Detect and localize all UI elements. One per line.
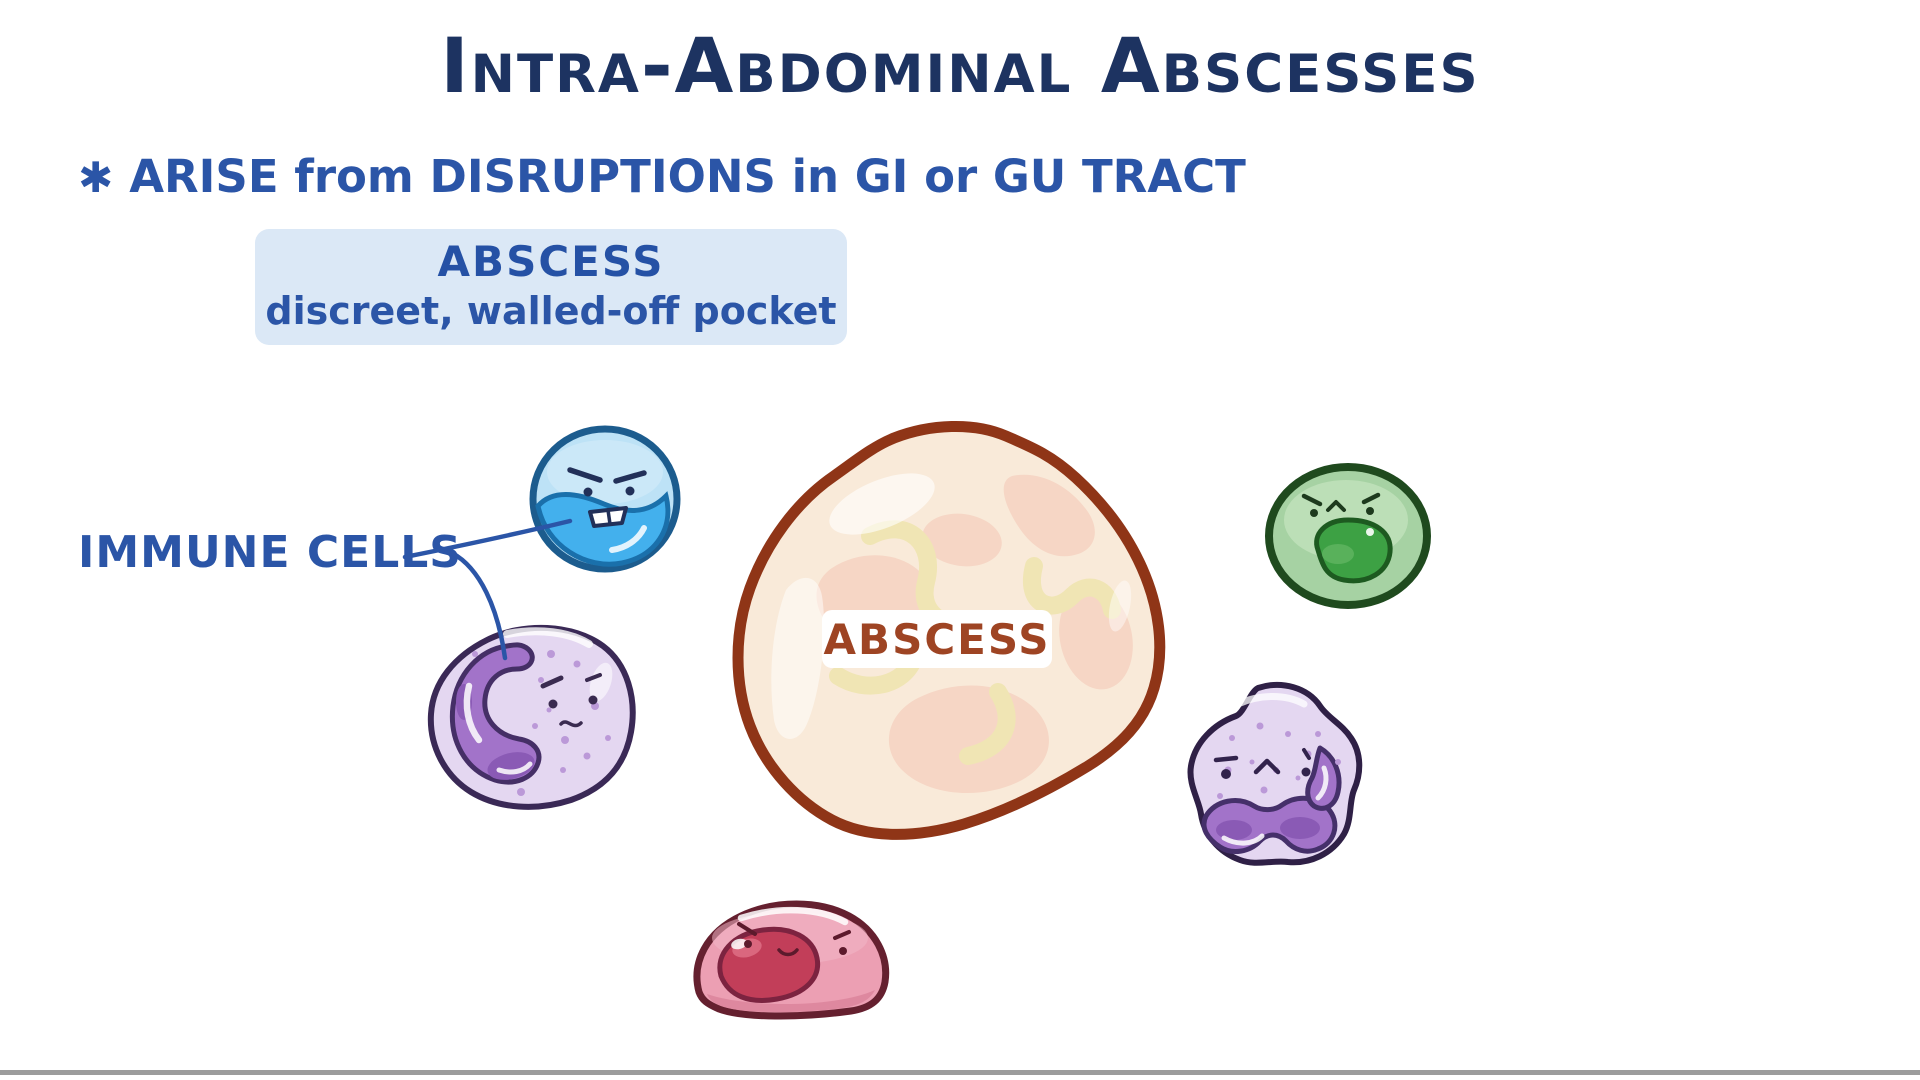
pink-cell-drawing: [693, 900, 890, 1020]
purple-immune-cell-right-illustration: [1168, 678, 1368, 886]
purple-immune-cell-left-illustration: [423, 620, 638, 812]
asterisk-bullet: ✱: [78, 153, 114, 202]
purple-cell-left-drawing: [427, 624, 636, 810]
bottom-divider: [0, 1070, 1920, 1075]
purple-cell-right-drawing: [1187, 681, 1363, 866]
blue-immune-cell-illustration: [526, 424, 684, 576]
green-immune-cell-illustration: [1262, 460, 1434, 612]
definition-heading: ABSCESS: [437, 237, 665, 286]
purple-cell-left-nucleus: [449, 642, 542, 785]
abscess-label: ABSCESS: [822, 610, 1052, 668]
definition-box: ABSCESS discreet, walled-off pocket: [255, 229, 847, 345]
green-cell-drawing: [1265, 463, 1431, 609]
note-text: ARISE from DISRUPTIONS in GI or GU TRACT: [129, 150, 1246, 203]
note-line: ✱ ARISE from DISRUPTIONS in GI or GU TRAC…: [78, 150, 1246, 203]
immune-cells-label: IMMUNE CELLS: [78, 527, 462, 578]
purple-cell-right-lobe: [1305, 745, 1342, 811]
pink-immune-cell-illustration: [685, 896, 895, 1028]
definition-description: discreet, walled-off pocket: [265, 289, 837, 333]
blue-cell-drawing: [529, 425, 681, 573]
page-title: Intra-Abdominal Abscesses: [440, 21, 1480, 110]
pink-cell-nucleus: [717, 926, 821, 1003]
